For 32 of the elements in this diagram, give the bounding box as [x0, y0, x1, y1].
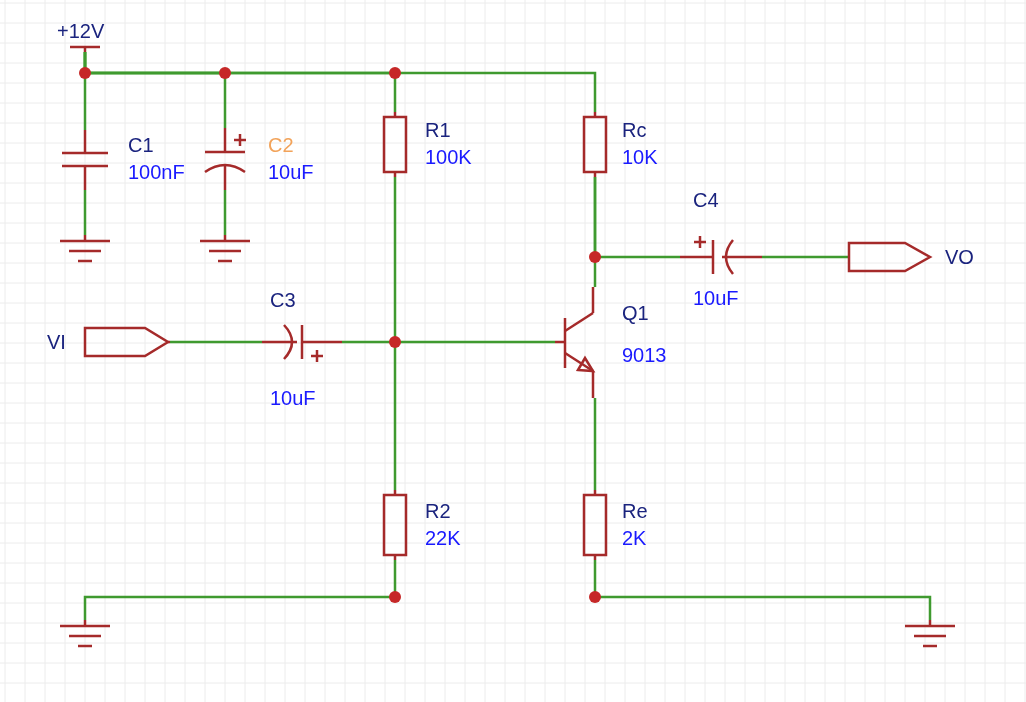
component-name: R1	[425, 119, 451, 141]
component-value: 10uF	[270, 387, 316, 409]
component-value: 2K	[622, 527, 647, 549]
component-name: C1	[128, 134, 154, 156]
component-name: Q1	[622, 302, 649, 324]
wire	[593, 177, 680, 259]
component-name: C2	[268, 134, 294, 156]
wire	[170, 340, 262, 344]
wire	[393, 177, 397, 490]
component-name: Rc	[622, 119, 647, 141]
component-name: Re	[622, 500, 648, 522]
wire	[223, 190, 227, 235]
wire	[83, 560, 397, 620]
component-name: VI	[47, 331, 66, 353]
component-name: C4	[693, 189, 719, 211]
component-value: 10uF	[693, 287, 739, 309]
component-value: 10K	[622, 146, 658, 168]
component-value: 100nF	[128, 161, 185, 183]
wire	[762, 255, 848, 259]
wire	[593, 560, 932, 620]
component-name: R2	[425, 500, 451, 522]
wire	[83, 190, 87, 235]
component-name: C3	[270, 289, 296, 311]
wire	[342, 340, 555, 344]
component-name: +12V	[57, 20, 105, 42]
wire	[83, 52, 597, 112]
component-value: 100K	[425, 146, 472, 168]
component-name: VO	[945, 246, 974, 268]
component-value: 9013	[622, 344, 667, 366]
wire	[593, 398, 597, 490]
component-value: 10uF	[268, 161, 314, 183]
component-value: 22K	[425, 527, 461, 549]
